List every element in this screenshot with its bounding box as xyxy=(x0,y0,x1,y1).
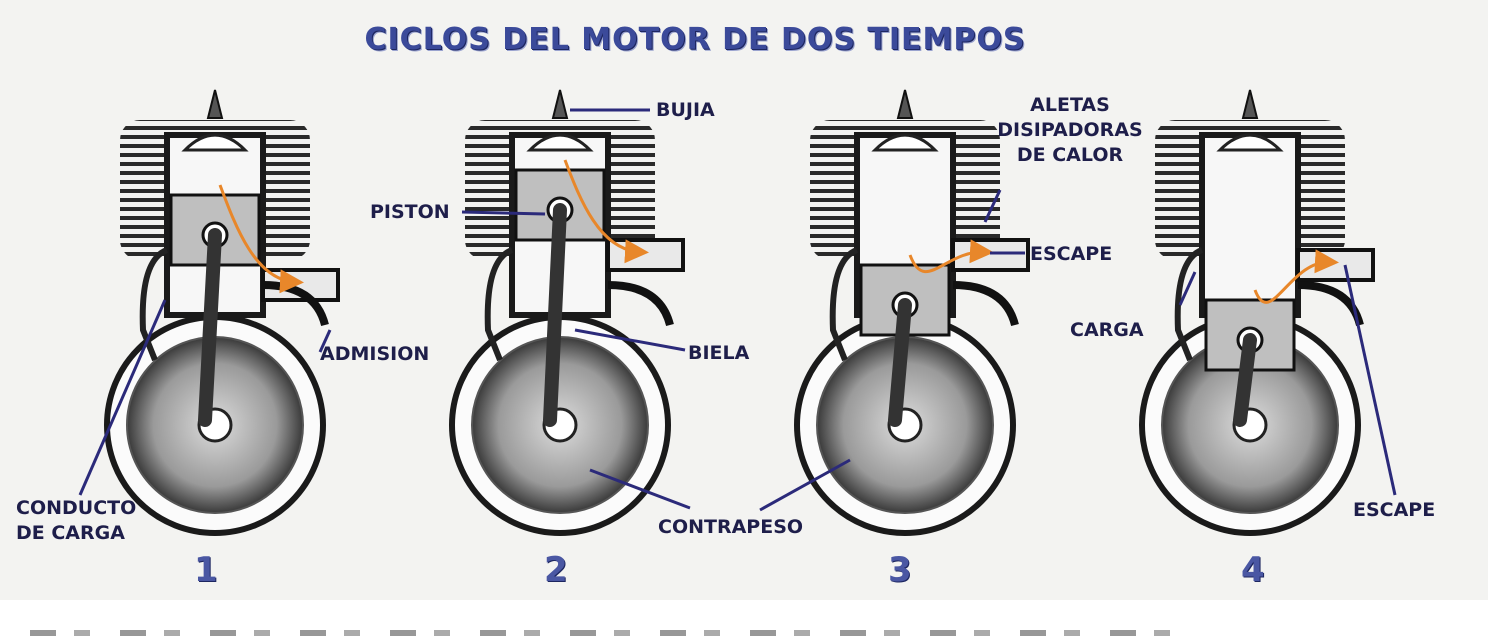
engine-stage-2 xyxy=(449,89,685,536)
spark-plug xyxy=(896,89,914,119)
spark-plug xyxy=(551,89,569,119)
intake-pipe xyxy=(952,281,1019,327)
label-conducto-line1: CONDUCTO xyxy=(16,497,137,519)
leader-aletas xyxy=(983,189,1002,223)
label-aletas-line1: ALETAS xyxy=(1030,94,1110,116)
transfer-duct xyxy=(829,247,859,362)
intake-pipe xyxy=(607,281,674,327)
flow-arrow xyxy=(908,239,994,274)
label-aletas-line3: DE CALOR xyxy=(1016,144,1124,166)
label-escape-stage4: ESCAPE xyxy=(1353,499,1436,521)
transfer-duct xyxy=(484,247,514,362)
combustion-chamber xyxy=(526,133,594,152)
intake-pipe xyxy=(262,281,329,327)
exhaust-pipe xyxy=(1296,248,1375,282)
leader-piston xyxy=(461,210,546,216)
combustion-chamber xyxy=(181,133,249,152)
leader-contrapeso-2 xyxy=(589,468,691,510)
transfer-duct xyxy=(139,247,169,362)
label-carga: CARGA xyxy=(1070,319,1144,341)
label-aletas-line2: DISIPADORAS xyxy=(997,119,1143,141)
flow-arrow xyxy=(1253,249,1339,304)
stage-number-3: 3 xyxy=(888,550,912,590)
flow-arrow xyxy=(218,184,304,294)
stage-number-1: 1 xyxy=(194,550,218,590)
engine-stage-3 xyxy=(794,89,1030,536)
label-conducto-line2: DE CARGA xyxy=(16,522,125,544)
bottom-text-strip xyxy=(0,600,1488,640)
combustion-chamber xyxy=(1216,133,1284,152)
leader-escape-4 xyxy=(1343,264,1397,496)
leader-contrapeso-3 xyxy=(759,458,851,512)
cropped-text-fragment xyxy=(30,630,1180,636)
stage-number-2: 2 xyxy=(544,550,568,590)
label-aletas-disipadoras: ALETAS DISIPADORAS DE CALOR xyxy=(990,93,1150,168)
label-bujia: BUJIA xyxy=(656,99,715,121)
label-escape-stage3: ESCAPE xyxy=(1030,243,1113,265)
combustion-chamber xyxy=(871,133,939,152)
connecting-rod xyxy=(888,298,912,427)
label-piston: PISTON xyxy=(370,201,450,223)
engine-stage-1 xyxy=(104,89,340,536)
leader-carga xyxy=(1178,271,1197,306)
label-conducto-de-carga: CONDUCTO DE CARGA xyxy=(16,496,136,546)
diagram-title: CICLOS DEL MOTOR DE DOS TIEMPOS xyxy=(364,22,1026,57)
leader-conducto xyxy=(78,299,167,496)
engine-stage-4 xyxy=(1139,89,1375,536)
spark-plug xyxy=(1241,89,1259,119)
flow-arrow xyxy=(563,159,649,264)
connecting-rod xyxy=(543,203,567,427)
label-contrapeso: CONTRAPESO xyxy=(658,516,804,538)
leader-admision xyxy=(318,329,332,353)
stage-number-4: 4 xyxy=(1241,550,1265,590)
leader-biela xyxy=(574,328,686,352)
connecting-rod xyxy=(1233,333,1257,427)
label-biela: BIELA xyxy=(688,342,750,364)
connecting-rod xyxy=(198,228,222,427)
label-admision: ADMISION xyxy=(320,343,430,365)
spark-plug xyxy=(206,89,224,119)
engine-illustrations xyxy=(78,89,1397,536)
transfer-duct xyxy=(1174,247,1204,362)
